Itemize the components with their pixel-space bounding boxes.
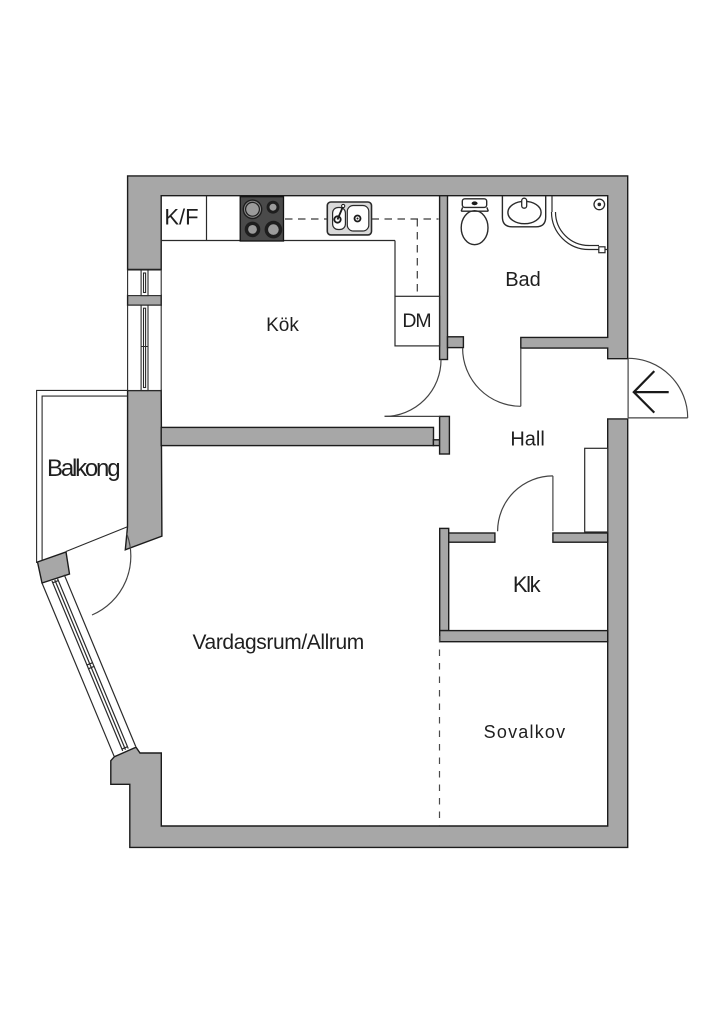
svg-text:DM: DM — [402, 310, 430, 332]
svg-text:Hall: Hall — [510, 428, 544, 450]
svg-text:Balkong: Balkong — [47, 455, 119, 482]
svg-text:Kök: Kök — [266, 315, 299, 336]
svg-text:Klk: Klk — [513, 572, 542, 597]
svg-text:Sovalkov: Sovalkov — [484, 722, 567, 742]
svg-text:K/F: K/F — [164, 204, 198, 229]
svg-text:Bad: Bad — [505, 269, 541, 291]
svg-text:Vardagsrum/Allrum: Vardagsrum/Allrum — [193, 631, 364, 654]
